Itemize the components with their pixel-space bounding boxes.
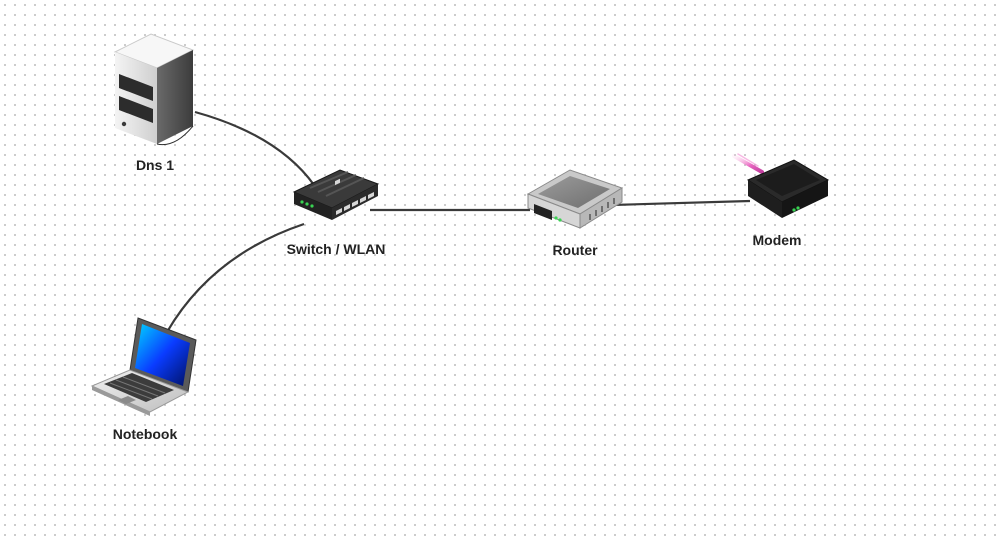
connection-router-modem[interactable] <box>611 199 751 207</box>
laptop-icon <box>90 317 197 416</box>
connection-dns1-switch[interactable] <box>194 110 315 186</box>
connection-switch-notebook[interactable] <box>166 222 305 333</box>
server-icon <box>113 33 195 146</box>
node-label-dns1: Dns 1 <box>135 157 175 173</box>
node-label-modem: Modem <box>752 232 802 248</box>
node-notebook[interactable] <box>90 316 200 418</box>
node-dns1[interactable] <box>105 30 200 150</box>
node-router[interactable] <box>524 164 626 234</box>
modem-icon <box>732 153 830 218</box>
router-icon <box>526 169 624 229</box>
node-label-notebook: Notebook <box>112 426 178 442</box>
node-label-switch: Switch / WLAN <box>286 241 386 257</box>
network-switch-icon <box>292 169 380 220</box>
node-modem[interactable] <box>728 150 832 226</box>
node-label-router: Router <box>552 242 598 258</box>
node-switch[interactable] <box>288 166 383 226</box>
